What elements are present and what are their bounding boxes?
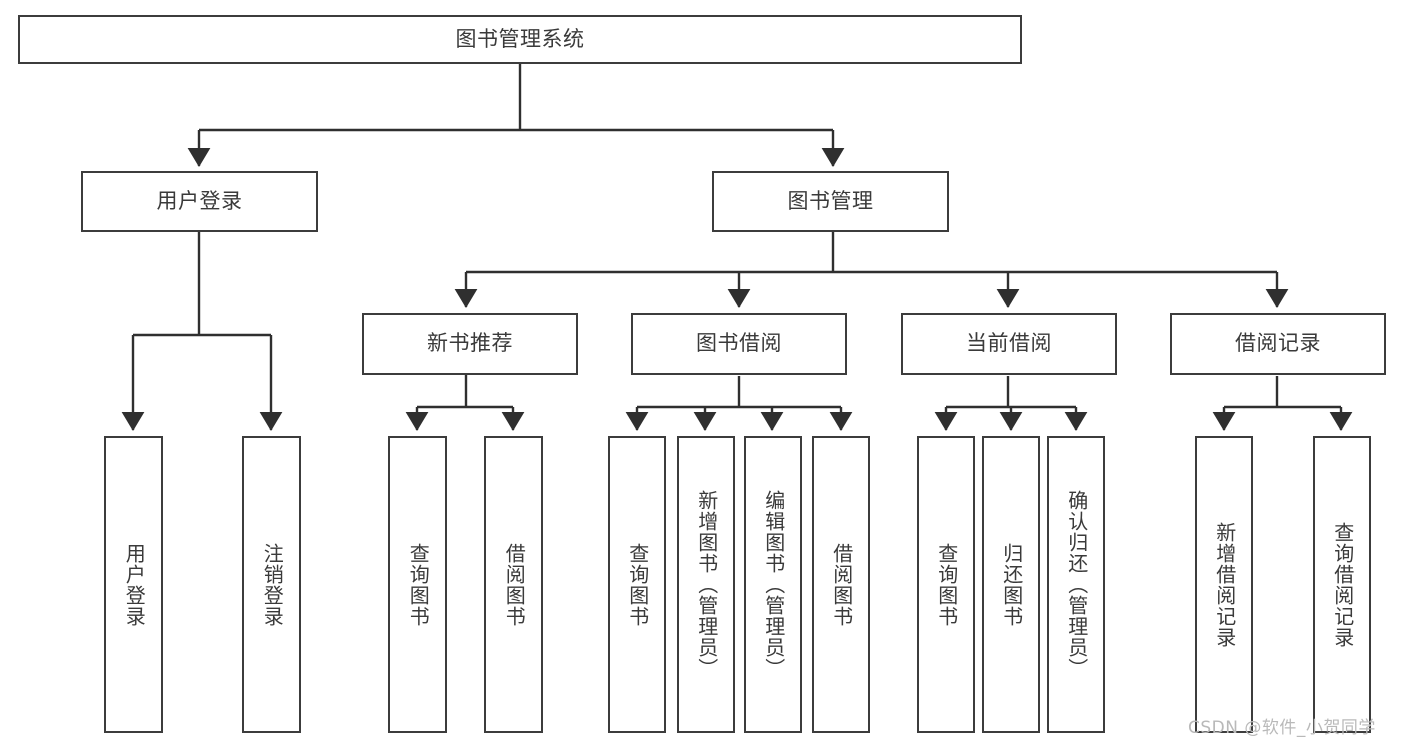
node-borrow-record[interactable]: 借阅记录	[1170, 313, 1386, 375]
node-current-borrow-label: 当前借阅	[966, 331, 1052, 356]
leaf-add-book-label: 新增图书（管理员）	[694, 490, 719, 679]
leaf-query-record[interactable]: 查询借阅记录	[1313, 436, 1371, 733]
node-book-borrow[interactable]: 图书借阅	[631, 313, 847, 375]
leaf-confirm-return-label: 确认归还（管理员）	[1064, 490, 1089, 679]
node-book-borrow-label: 图书借阅	[696, 331, 782, 356]
leaf-add-record[interactable]: 新增借阅记录	[1195, 436, 1253, 733]
node-user-login[interactable]: 用户登录	[81, 171, 318, 232]
node-user-login-label: 用户登录	[156, 188, 243, 213]
node-new-book-recommend[interactable]: 新书推荐	[362, 313, 578, 375]
node-root-system[interactable]: 图书管理系统	[18, 15, 1022, 64]
leaf-query-book-2-label: 查询图书	[625, 542, 650, 627]
node-new-book-recommend-label: 新书推荐	[427, 331, 513, 356]
leaf-query-book-3[interactable]: 查询图书	[917, 436, 975, 733]
leaf-return-book-label: 归还图书	[999, 542, 1024, 627]
leaf-user-login-label: 用户登录	[122, 542, 147, 627]
node-root-system-label: 图书管理系统	[455, 26, 585, 51]
leaf-edit-book[interactable]: 编辑图书（管理员）	[744, 436, 802, 733]
node-book-management-label: 图书管理	[787, 188, 874, 213]
node-current-borrow[interactable]: 当前借阅	[901, 313, 1117, 375]
leaf-query-book-3-label: 查询图书	[934, 542, 959, 627]
leaf-user-login[interactable]: 用户登录	[104, 436, 163, 733]
leaf-query-book-1-label: 查询图书	[406, 542, 431, 627]
leaf-borrow-book-1-label: 借阅图书	[502, 542, 527, 627]
leaf-borrow-book-2[interactable]: 借阅图书	[812, 436, 870, 733]
leaf-confirm-return[interactable]: 确认归还（管理员）	[1047, 436, 1105, 733]
leaf-query-book-1[interactable]: 查询图书	[388, 436, 447, 733]
leaf-logout-login[interactable]: 注销登录	[242, 436, 301, 733]
leaf-add-book[interactable]: 新增图书（管理员）	[677, 436, 735, 733]
watermark: CSDN @软件_小贺同学	[1188, 718, 1376, 738]
leaf-query-book-2[interactable]: 查询图书	[608, 436, 666, 733]
leaf-add-record-label: 新增借阅记录	[1212, 521, 1237, 648]
leaf-edit-book-label: 编辑图书（管理员）	[761, 490, 786, 679]
node-book-management[interactable]: 图书管理	[712, 171, 949, 232]
leaf-query-record-label: 查询借阅记录	[1330, 521, 1355, 648]
leaf-borrow-book-1[interactable]: 借阅图书	[484, 436, 543, 733]
leaf-return-book[interactable]: 归还图书	[982, 436, 1040, 733]
leaf-borrow-book-2-label: 借阅图书	[829, 542, 854, 627]
node-borrow-record-label: 借阅记录	[1235, 331, 1321, 356]
leaf-logout-login-label: 注销登录	[260, 542, 285, 627]
